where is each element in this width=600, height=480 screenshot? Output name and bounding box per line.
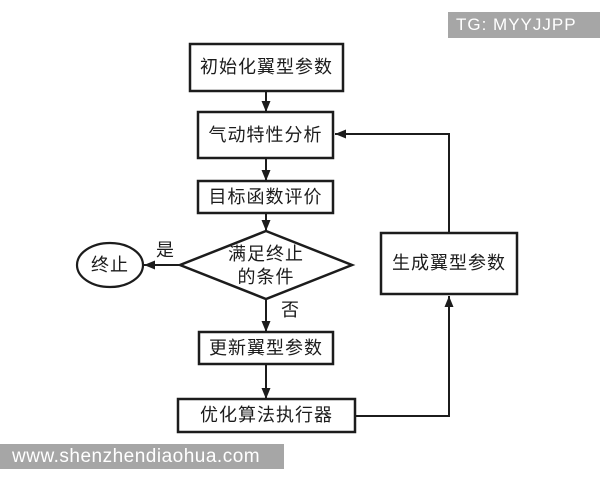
node-box-objective-evaluation <box>196 179 335 215</box>
watermark-top-right: TG: MYYJJPP <box>448 12 600 38</box>
node-box-optimization-executor <box>176 397 357 434</box>
node-box-generate-airfoil-params <box>379 231 519 296</box>
connector-optimizer-to-generate <box>355 296 454 417</box>
node-ellipse-terminate <box>75 241 145 289</box>
watermark-bottom-left: www.shenzhendiaohua.com <box>0 444 284 469</box>
node-box-aerodynamic-analysis <box>196 110 335 160</box>
node-box-update-airfoil-params <box>197 330 335 366</box>
node-box-initialize-airfoil-params <box>188 42 345 93</box>
node-diamond-termination-condition <box>176 229 356 301</box>
connector-generate-to-aero <box>335 129 450 233</box>
